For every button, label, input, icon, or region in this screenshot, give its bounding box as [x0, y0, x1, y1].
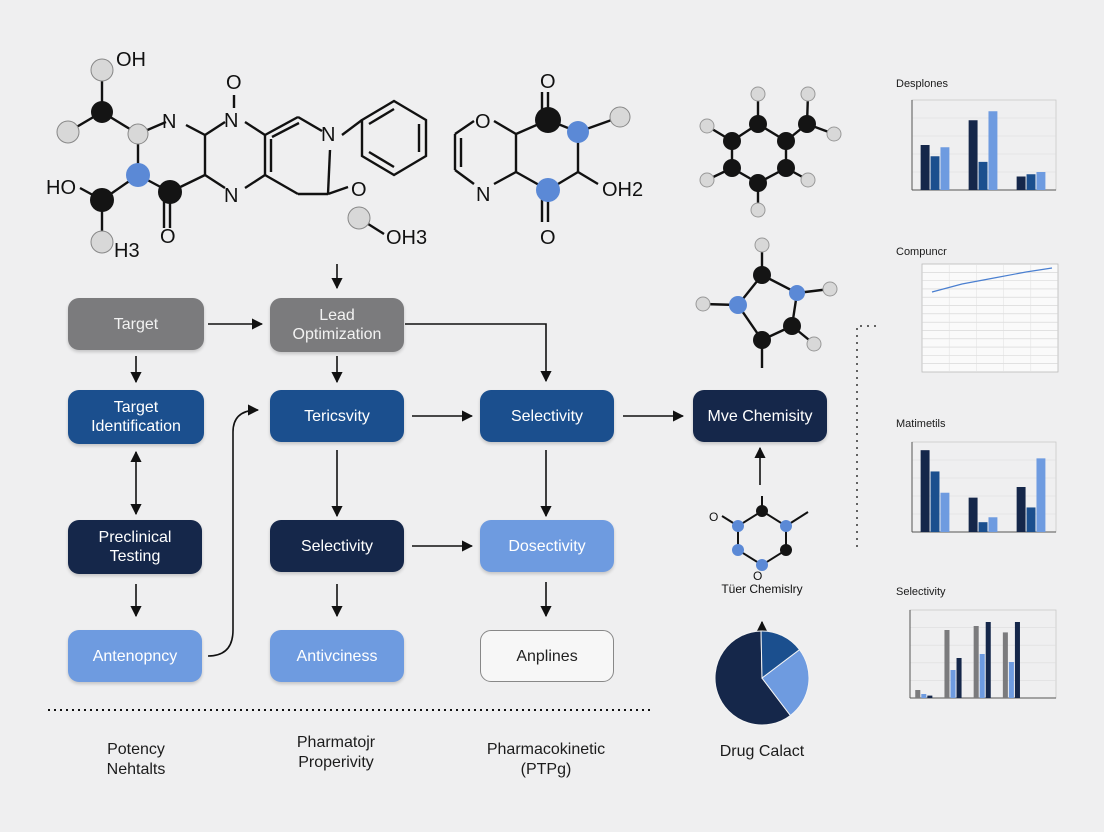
bar [1008, 662, 1014, 698]
bar [1016, 487, 1026, 532]
molecule-4 [695, 237, 838, 368]
svg-text:N: N [476, 184, 490, 206]
bar [944, 630, 950, 698]
svg-text:N: N [321, 124, 335, 146]
pie-slice [761, 648, 810, 717]
pie-slice [714, 630, 792, 726]
node-antivciness[interactable]: Antivciness [270, 630, 404, 682]
node-target-identification[interactable]: Target Identification [68, 390, 204, 444]
bar [920, 450, 930, 532]
svg-text:H3: H3 [114, 240, 140, 262]
molecule-2-atoms [535, 106, 631, 202]
bar [968, 120, 978, 190]
svg-text:OH: OH [116, 49, 146, 71]
molecule-2-labels: O O N OH2 O [475, 71, 643, 249]
bar [956, 658, 962, 698]
svg-text:O: O [160, 226, 176, 248]
bar [1016, 176, 1026, 190]
molecule-1-atoms [56, 58, 371, 254]
svg-text:O: O [475, 111, 491, 133]
molecule-3 [699, 86, 842, 218]
svg-text:O: O [540, 227, 556, 249]
caption-drug-calact: Drug Calact [719, 743, 805, 760]
bar [930, 156, 940, 190]
flow-arrows [130, 264, 768, 657]
dotted-connector [856, 325, 876, 552]
pie-chart [714, 630, 810, 726]
caption-potency: Potency Nehtalts [106, 741, 166, 778]
bar [920, 145, 930, 190]
bar [985, 622, 991, 698]
node-selectivity-2[interactable]: Selectivity [270, 520, 404, 572]
bar [978, 161, 988, 190]
node-anplines[interactable]: Anplines [480, 630, 614, 682]
svg-text:O: O [753, 569, 762, 583]
bar [1002, 632, 1008, 698]
bar [1026, 174, 1036, 190]
node-tericsvity[interactable]: Tericsvity [270, 390, 404, 442]
panel-title-compuncr: Compuncr [896, 246, 947, 258]
tuer-chemistry-label: Tüer Chemislry [721, 582, 802, 596]
bar [927, 695, 933, 698]
molecule-1 [67, 70, 428, 242]
bar [921, 694, 927, 698]
bar [968, 497, 978, 532]
node-dosectivity[interactable]: Dosectivity [480, 520, 614, 572]
chart-selectivity [909, 609, 1057, 699]
bar [1026, 507, 1036, 532]
panel-title-desplones: Desplones [896, 78, 948, 90]
chart-matimetils [911, 441, 1057, 533]
node-lead-optimization[interactable]: Lead Optimization [270, 298, 404, 352]
svg-text:O: O [709, 510, 718, 524]
bar [988, 517, 998, 532]
molecule-1-labels: OH N O N HO O N H3 N O OH3 [46, 49, 427, 262]
tuer-chemistry-molecule: O O Tüer Chemislry [709, 496, 809, 596]
svg-text:N: N [224, 110, 238, 132]
bar [988, 111, 998, 190]
bar [973, 626, 979, 698]
svg-text:O: O [351, 179, 367, 201]
svg-text:N: N [162, 111, 176, 133]
svg-text:O: O [226, 72, 242, 94]
bar [940, 147, 950, 190]
chart-desplones [911, 99, 1057, 191]
table-compuncr [921, 263, 1059, 373]
svg-text:OH2: OH2 [602, 179, 643, 201]
node-selectivity-1[interactable]: Selectivity [480, 390, 614, 442]
caption-pharmatojr: Pharmatojr Properivity [296, 734, 376, 771]
bar [978, 522, 988, 532]
panel-title-matimetils: Matimetils [896, 418, 946, 430]
caption-pharmacokinetic: Pharmacokinetic (PTPg) [486, 741, 606, 778]
node-mve-chemisity[interactable]: Mve Chemisity [693, 390, 827, 442]
node-antenopncy[interactable]: Antenopncy [68, 630, 202, 682]
bar [915, 690, 921, 698]
bar [1014, 622, 1020, 698]
bar [1036, 172, 1046, 190]
bar [1036, 458, 1046, 532]
panel-title-selectivity: Selectivity [896, 586, 946, 598]
node-preclinical-testing[interactable]: Preclinical Testing [68, 520, 202, 574]
bar [950, 670, 956, 698]
svg-text:O: O [540, 71, 556, 93]
bar [940, 492, 950, 532]
svg-text:HO: HO [46, 177, 76, 199]
table-trend-line [931, 267, 1053, 293]
svg-text:N: N [224, 185, 238, 207]
svg-text:OH3: OH3 [386, 227, 427, 249]
bar [979, 654, 985, 698]
node-target[interactable]: Target [68, 298, 204, 350]
bar [930, 471, 940, 532]
pie-slice [760, 630, 801, 679]
table-frame [921, 263, 1059, 373]
